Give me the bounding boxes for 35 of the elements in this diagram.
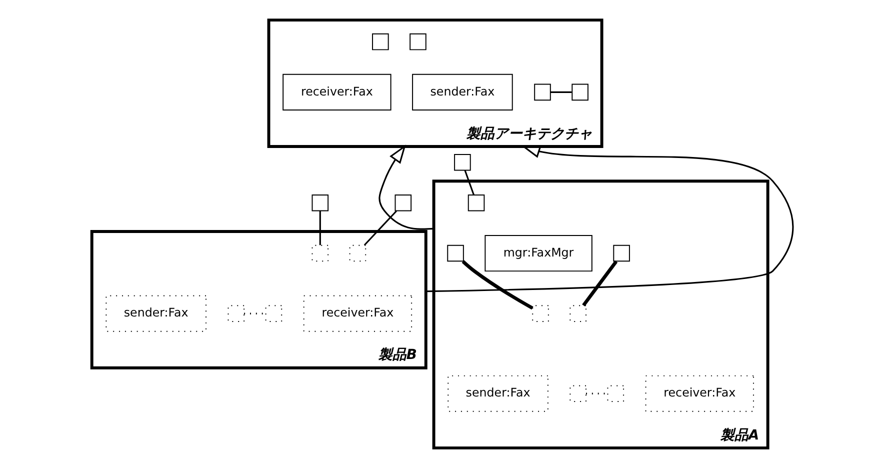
arrow: [425, 145, 794, 292]
node-box: [372, 33, 388, 50]
node-box: [264, 305, 282, 322]
node-box: [227, 305, 244, 322]
node-box: [606, 385, 624, 402]
connector: [244, 312, 265, 314]
connector: [582, 260, 618, 306]
node-box: [467, 194, 484, 212]
node-box: [348, 244, 366, 262]
node-box: mgr:FaxMgr: [484, 234, 592, 272]
connector: [464, 170, 474, 196]
node-box: [311, 194, 328, 212]
node-box: sender:Fax: [412, 74, 512, 110]
node-box: [532, 305, 548, 322]
connector: [550, 91, 572, 93]
node-box: [569, 385, 586, 402]
node-box: [409, 33, 426, 50]
node-box: receiver:Fax: [644, 375, 754, 412]
connector: [318, 211, 320, 246]
node-box: receiver:Fax: [282, 74, 391, 110]
connector: [363, 210, 397, 246]
node-box: [446, 244, 464, 262]
node-box: [534, 84, 550, 101]
node-box: [571, 84, 588, 101]
node-box: receiver:Fax: [302, 295, 412, 332]
node-box: [569, 305, 586, 322]
node-box: sender:Fax: [105, 295, 206, 332]
arrow: [378, 144, 434, 230]
node-box: sender:Fax: [447, 375, 548, 412]
connector: [586, 392, 607, 394]
connector: [461, 260, 533, 310]
node-box: [311, 244, 328, 262]
node-box: [394, 194, 412, 212]
node-box: [612, 244, 630, 262]
node-box: [454, 154, 470, 171]
